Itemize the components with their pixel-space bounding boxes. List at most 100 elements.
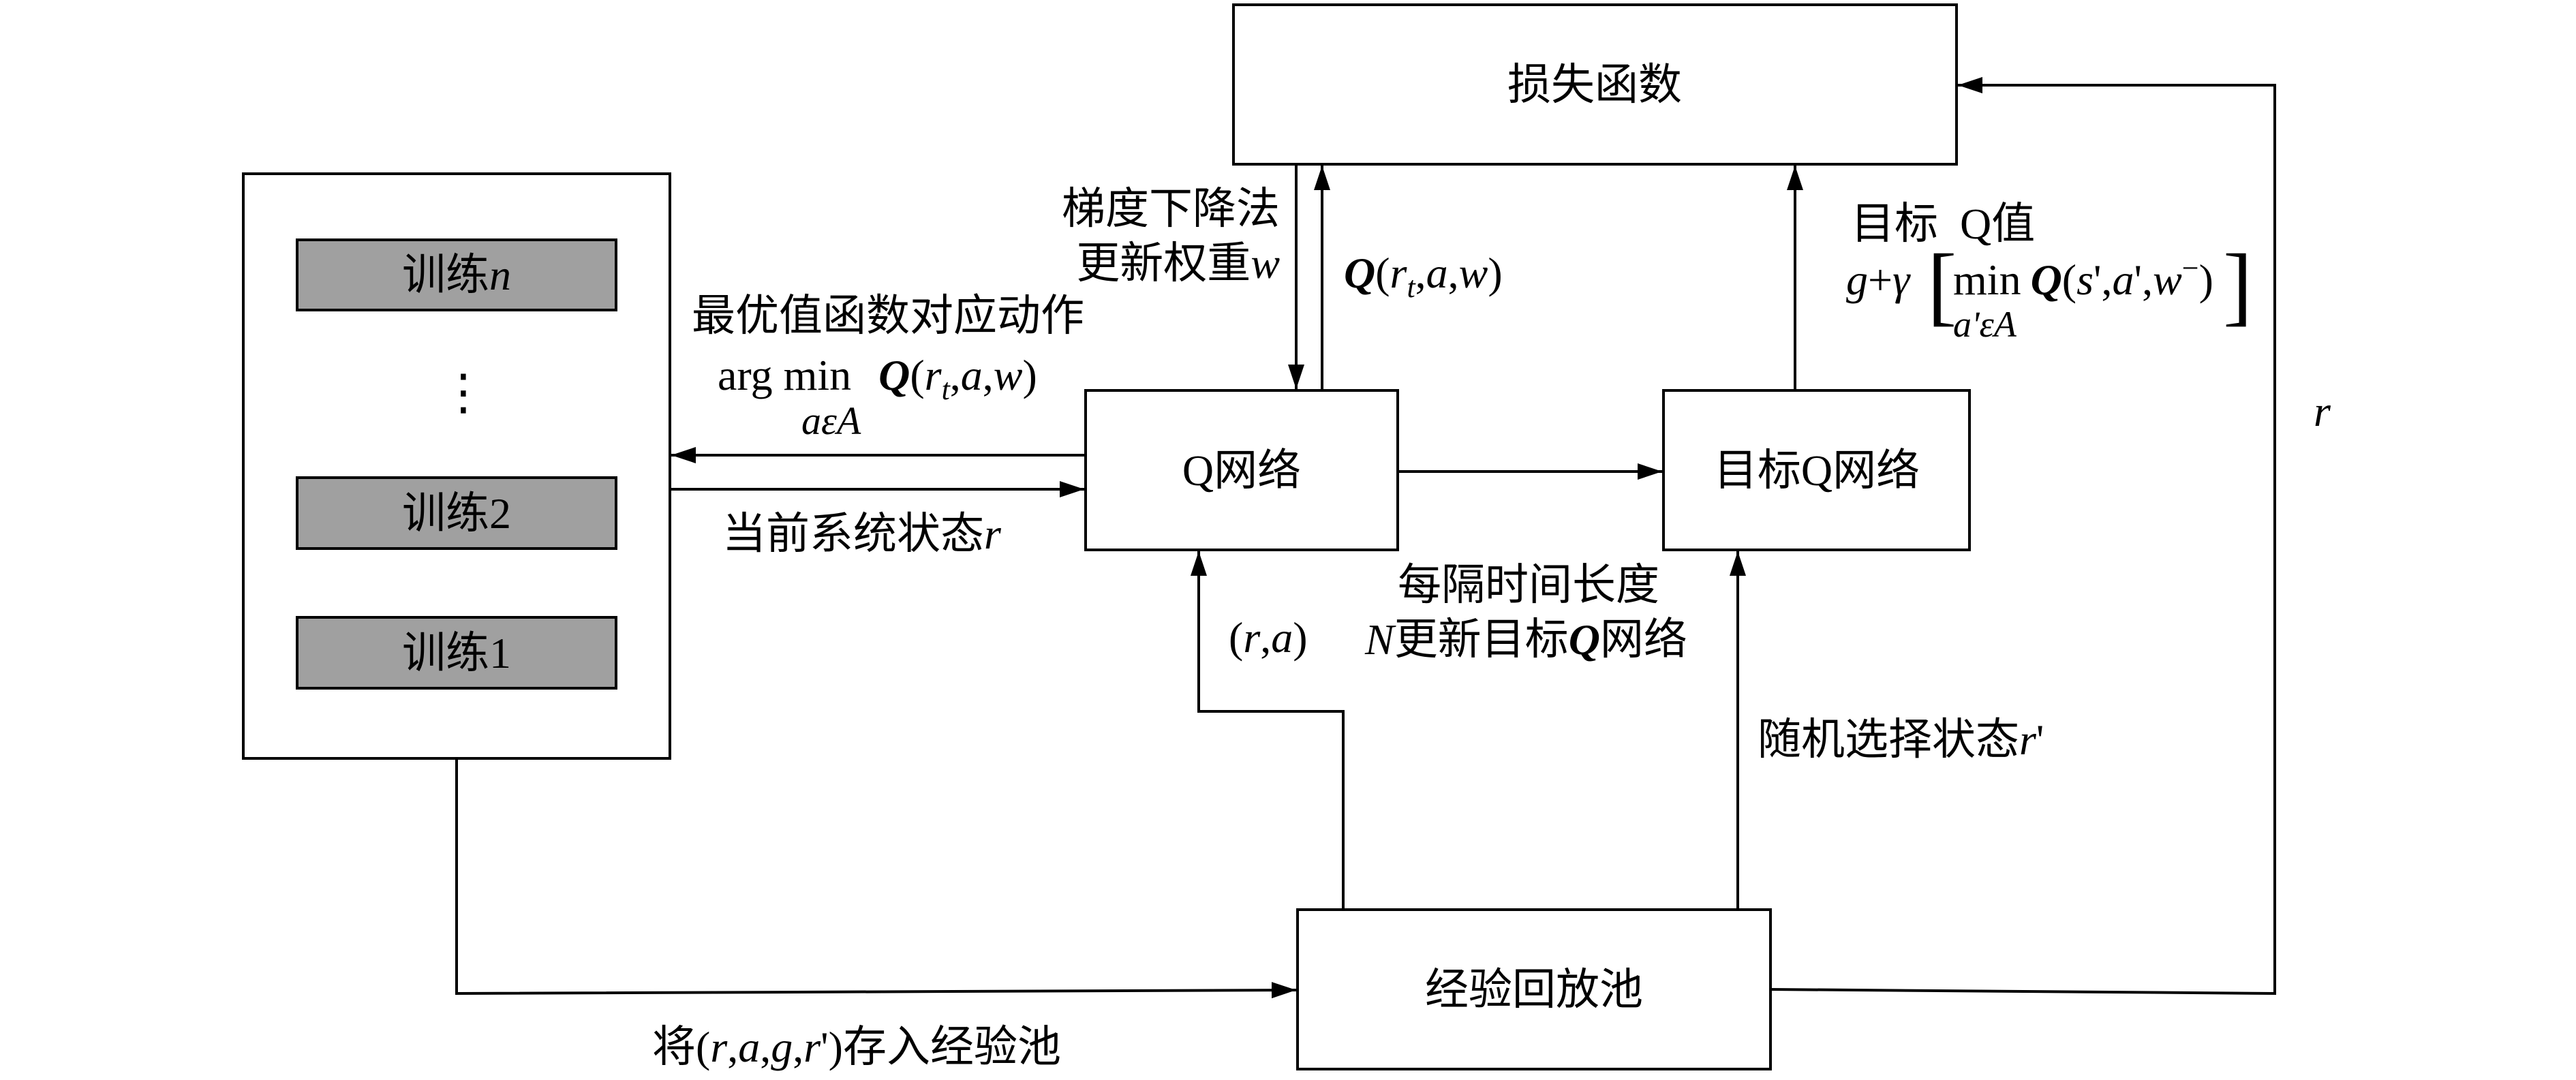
reward-label: r xyxy=(2314,387,2331,435)
formula-a-prime: ' xyxy=(2134,256,2143,304)
random-state-r: r xyxy=(2019,715,2037,764)
state-action-paren-close: ) xyxy=(1293,613,1307,662)
store-text: 存入经验池 xyxy=(843,1023,1061,1071)
target-q-title: 目标 Q值 xyxy=(1851,200,2035,248)
update-weight-var: w xyxy=(1251,239,1280,288)
argmin-w: w xyxy=(994,351,1023,399)
target-q-network-label: 目标Q网络 xyxy=(1714,446,1920,495)
store-paren-open: ( xyxy=(696,1023,710,1071)
store-prime: ' xyxy=(821,1023,829,1071)
current-state-label: 当前系统状态r xyxy=(722,510,1002,558)
formula-open-bracket: [ xyxy=(1927,236,1957,335)
formula-w: w xyxy=(2153,256,2182,304)
interval-label-line1: 每隔时间长度 xyxy=(1398,561,1659,609)
state-action-paren-open: ( xyxy=(1229,613,1243,662)
training-1-box xyxy=(296,616,617,690)
argmin-paren-close: ) xyxy=(1022,351,1037,399)
store-comma-2: , xyxy=(760,1023,771,1071)
training-2-label: 训练2 xyxy=(402,489,511,538)
store-comma-1: , xyxy=(727,1023,738,1071)
formula-comma-2: , xyxy=(2142,256,2153,304)
optimal-action-label: 最优值函数对应动作 xyxy=(692,292,1084,340)
q-output-comma-1: , xyxy=(1415,249,1426,297)
formula-q: Q xyxy=(2031,256,2062,304)
interval-q: Q xyxy=(1569,615,1600,664)
current-state-text: 当前系统状态 xyxy=(722,510,984,558)
update-weight-text: 更新权重 xyxy=(1076,239,1251,288)
vertical-ellipsis: ⋮ xyxy=(439,363,488,420)
formula-gamma: γ xyxy=(1892,256,1911,304)
replay-pool-label: 经验回放池 xyxy=(1425,966,1643,1014)
store-paren-close: ) xyxy=(829,1023,843,1071)
argmin-comma-2: , xyxy=(983,351,994,399)
formula-plus: + xyxy=(1868,256,1892,304)
argmin-subscript: aεA xyxy=(801,399,861,443)
store-experience-label: 将(r,a,g,r')存入经验池 xyxy=(652,1023,1061,1071)
q-output-a: a xyxy=(1426,249,1448,297)
q-output-r: r xyxy=(1390,249,1408,297)
formula-s: s xyxy=(2076,256,2094,304)
target-q-formula-lead: g+γ xyxy=(1846,256,1911,304)
argmin-q: Q xyxy=(878,351,910,399)
store-a: a xyxy=(738,1023,760,1071)
formula-min: min xyxy=(1953,256,2021,304)
training-n-label: 训练n xyxy=(402,251,511,299)
q-output-paren-close: ) xyxy=(1488,249,1502,297)
state-action-comma: , xyxy=(1260,613,1271,662)
q-output-paren-open: ( xyxy=(1375,249,1390,297)
formula-paren-close: ) xyxy=(2199,256,2213,304)
gradient-descent-label: 梯度下降法 xyxy=(1062,185,1280,233)
formula-a: a xyxy=(2113,256,2134,304)
interval-n: N xyxy=(1364,615,1396,664)
random-state-text: 随机选择状态 xyxy=(1758,715,2019,764)
state-action-label: (r,a) xyxy=(1229,613,1308,662)
q-output-q: Q xyxy=(1344,249,1375,297)
target-q-network-box xyxy=(1662,389,1971,551)
formula-g: g xyxy=(1846,256,1868,304)
formula-w-minus: − xyxy=(2182,251,2199,285)
replay-pool-box xyxy=(1296,908,1772,1070)
loss-function-label: 损失函数 xyxy=(1507,61,1682,109)
interval-update-text: 更新目标 xyxy=(1394,615,1569,664)
argmin-op: arg min xyxy=(718,351,851,399)
state-action-a: a xyxy=(1271,613,1293,662)
store-comma-3: , xyxy=(793,1023,803,1071)
interval-label-line2: N更新目标Q网络 xyxy=(1364,615,1687,664)
random-state-label: 随机选择状态r' xyxy=(1758,715,2044,764)
arrow-training-to-pool xyxy=(455,758,1297,999)
argmin-paren-open: ( xyxy=(910,351,924,399)
random-state-prime: ' xyxy=(2036,715,2044,764)
store-g: g xyxy=(771,1023,793,1071)
store-r-next: r xyxy=(803,1023,821,1071)
formula-min-subscript: a'εA xyxy=(1953,304,2017,345)
argmin-a: a xyxy=(961,351,983,399)
training-n-box xyxy=(296,238,617,311)
loss-function-box xyxy=(1232,3,1958,166)
training-1-label: 训练1 xyxy=(402,629,511,677)
q-output-label: Q(rt,a,w) xyxy=(1344,249,1503,304)
formula-paren-open: ( xyxy=(2062,256,2076,304)
update-weight-label: 更新权重w xyxy=(1076,239,1280,288)
argmin-comma-1: , xyxy=(950,351,961,399)
formula-close-bracket: ] xyxy=(2223,236,2252,335)
formula-comma-1: , xyxy=(2102,256,2113,304)
interval-network-text: 网络 xyxy=(1600,615,1687,664)
argmin-t: t xyxy=(942,373,951,406)
training-2-box xyxy=(296,476,617,550)
training-n-index: n xyxy=(489,251,511,299)
current-state-var: r xyxy=(984,510,1002,558)
q-output-t: t xyxy=(1407,271,1416,304)
training-n-text: 训练 xyxy=(402,251,489,299)
state-action-r: r xyxy=(1243,613,1261,662)
arrow-pool-to-loss-reward xyxy=(1770,77,2276,996)
q-network-box xyxy=(1084,389,1399,551)
argmin-r: r xyxy=(925,351,942,399)
formula-s-prime: ' xyxy=(2094,256,2102,304)
q-output-w: w xyxy=(1459,249,1488,297)
store-jiang: 将 xyxy=(652,1023,696,1071)
arrow-pool-to-q-network xyxy=(1191,551,1345,910)
store-r: r xyxy=(710,1023,728,1071)
